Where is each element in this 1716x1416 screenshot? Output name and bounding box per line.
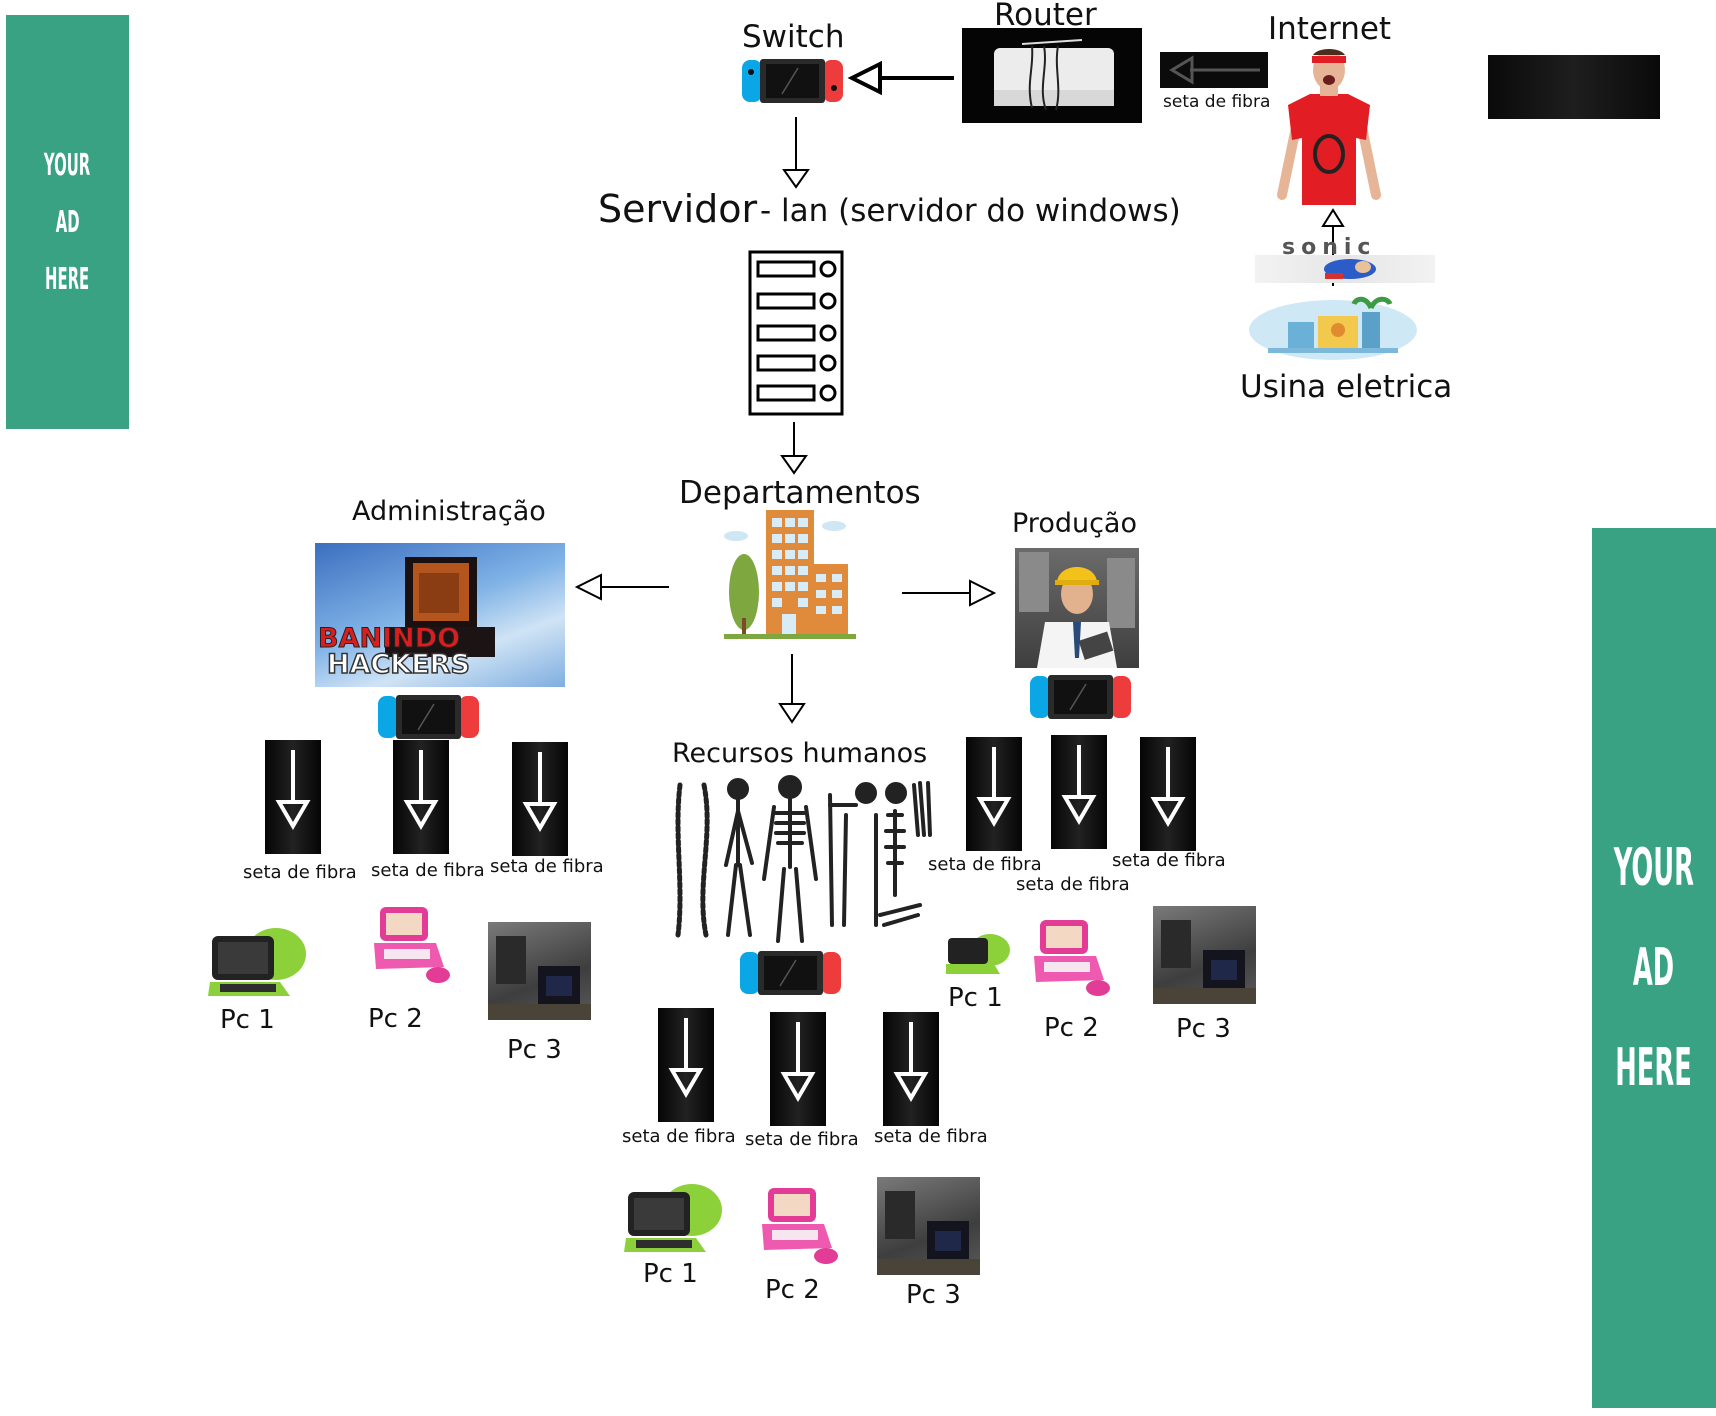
fiber-arrow-down	[265, 740, 321, 854]
fiber-caption: seta de fibra	[243, 862, 357, 883]
green-laptop-icon	[624, 1180, 724, 1256]
fiber-caption: seta de fibra	[1112, 850, 1226, 871]
server-subtitle: - lan (servidor do windows)	[760, 193, 1181, 229]
fiber-caption: seta de fibra	[874, 1126, 988, 1147]
hr-label: Recursos humanos	[672, 738, 928, 769]
production-worker-image	[1015, 548, 1139, 668]
fiber-caption: seta de fibra	[1016, 874, 1130, 895]
arrow-to-hr	[778, 654, 806, 724]
pc-label: Pc 3	[1176, 1014, 1231, 1044]
router-label: Router	[994, 0, 1097, 33]
fiber-caption: seta de fibra	[371, 860, 485, 881]
fiber-caption: seta de fibra	[745, 1129, 859, 1150]
hr-switch-icon	[740, 950, 841, 996]
arrow-server-to-departments	[780, 422, 808, 475]
switch-label: Switch	[742, 19, 845, 55]
internet-person-image	[1270, 49, 1388, 205]
internet-label: Internet	[1268, 11, 1392, 47]
pc-label: Pc 1	[220, 1005, 275, 1035]
pc-label: Pc 2	[368, 1004, 423, 1034]
fiber-arrow-horizontal	[1160, 52, 1268, 88]
production-switch-icon	[1030, 674, 1131, 720]
ad-banner-right[interactable]: YOUR AD HERE	[1592, 528, 1716, 1408]
fiber-arrow-down	[658, 1008, 714, 1122]
ad-word: YOUR	[44, 147, 91, 183]
server-rack-icon	[748, 250, 844, 416]
fiber-arrow-down	[1051, 735, 1107, 849]
sonic-text: sonic	[1282, 235, 1377, 260]
ad-word: AD	[55, 204, 80, 240]
administration-banner-image: BANINDO HACKERS	[315, 543, 565, 687]
pc-label: Pc 1	[948, 983, 1003, 1013]
departments-title: Departamentos	[679, 475, 921, 511]
dark-banner	[1488, 55, 1660, 119]
pc-photo	[488, 922, 591, 1020]
router-image	[962, 28, 1142, 123]
pink-laptop-icon	[372, 905, 454, 985]
sonic-image	[1255, 255, 1435, 283]
ad-word: HERE	[1615, 1038, 1693, 1098]
power-plant-label: Usina eletrica	[1240, 369, 1453, 405]
fiber-caption: seta de fibra	[928, 854, 1042, 875]
green-laptop-icon	[946, 932, 1010, 976]
fiber-caption: seta de fibra	[490, 856, 604, 877]
skeleton-bones-image	[670, 775, 940, 947]
pink-laptop-icon	[760, 1186, 842, 1266]
banner-text-line1: BANINDO	[317, 623, 461, 654]
fiber-arrow-down	[512, 742, 568, 856]
pink-laptop-icon	[1032, 918, 1114, 998]
arrow-to-administration	[574, 573, 669, 601]
pc-label: Pc 1	[643, 1259, 698, 1289]
banner-text-line2: HACKERS	[326, 649, 470, 680]
admin-switch-icon	[378, 694, 479, 740]
building-icon	[722, 508, 858, 640]
fiber-arrow-down	[770, 1012, 826, 1126]
arrow-switch-to-server	[782, 117, 810, 189]
fiber-arrow-down	[883, 1012, 939, 1126]
ad-word: HERE	[45, 261, 90, 297]
pc-label: Pc 3	[906, 1280, 961, 1310]
pc-photo	[877, 1177, 980, 1275]
pc-label: Pc 3	[507, 1035, 562, 1065]
fiber-caption: seta de fibra	[1163, 92, 1271, 112]
switch-icon	[742, 58, 843, 104]
fiber-caption: seta de fibra	[622, 1126, 736, 1147]
ad-word: AD	[1633, 938, 1675, 998]
fiber-arrow-down	[393, 740, 449, 854]
administration-label: Administração	[352, 496, 546, 527]
power-plant-icon	[1248, 292, 1418, 360]
fiber-arrow-down	[1140, 737, 1196, 851]
pc-photo	[1153, 906, 1256, 1004]
arrow-router-to-switch	[847, 60, 954, 96]
arrow-to-production	[902, 579, 997, 607]
green-laptop-icon	[208, 924, 308, 1000]
fiber-arrow-down	[966, 737, 1022, 851]
ad-banner-left[interactable]: YOUR AD HERE	[6, 15, 129, 429]
server-title: Servidor	[598, 187, 758, 231]
production-label: Produção	[1012, 508, 1137, 539]
pc-label: Pc 2	[1044, 1013, 1099, 1043]
ad-word: YOUR	[1613, 838, 1695, 898]
pc-label: Pc 2	[765, 1275, 820, 1305]
